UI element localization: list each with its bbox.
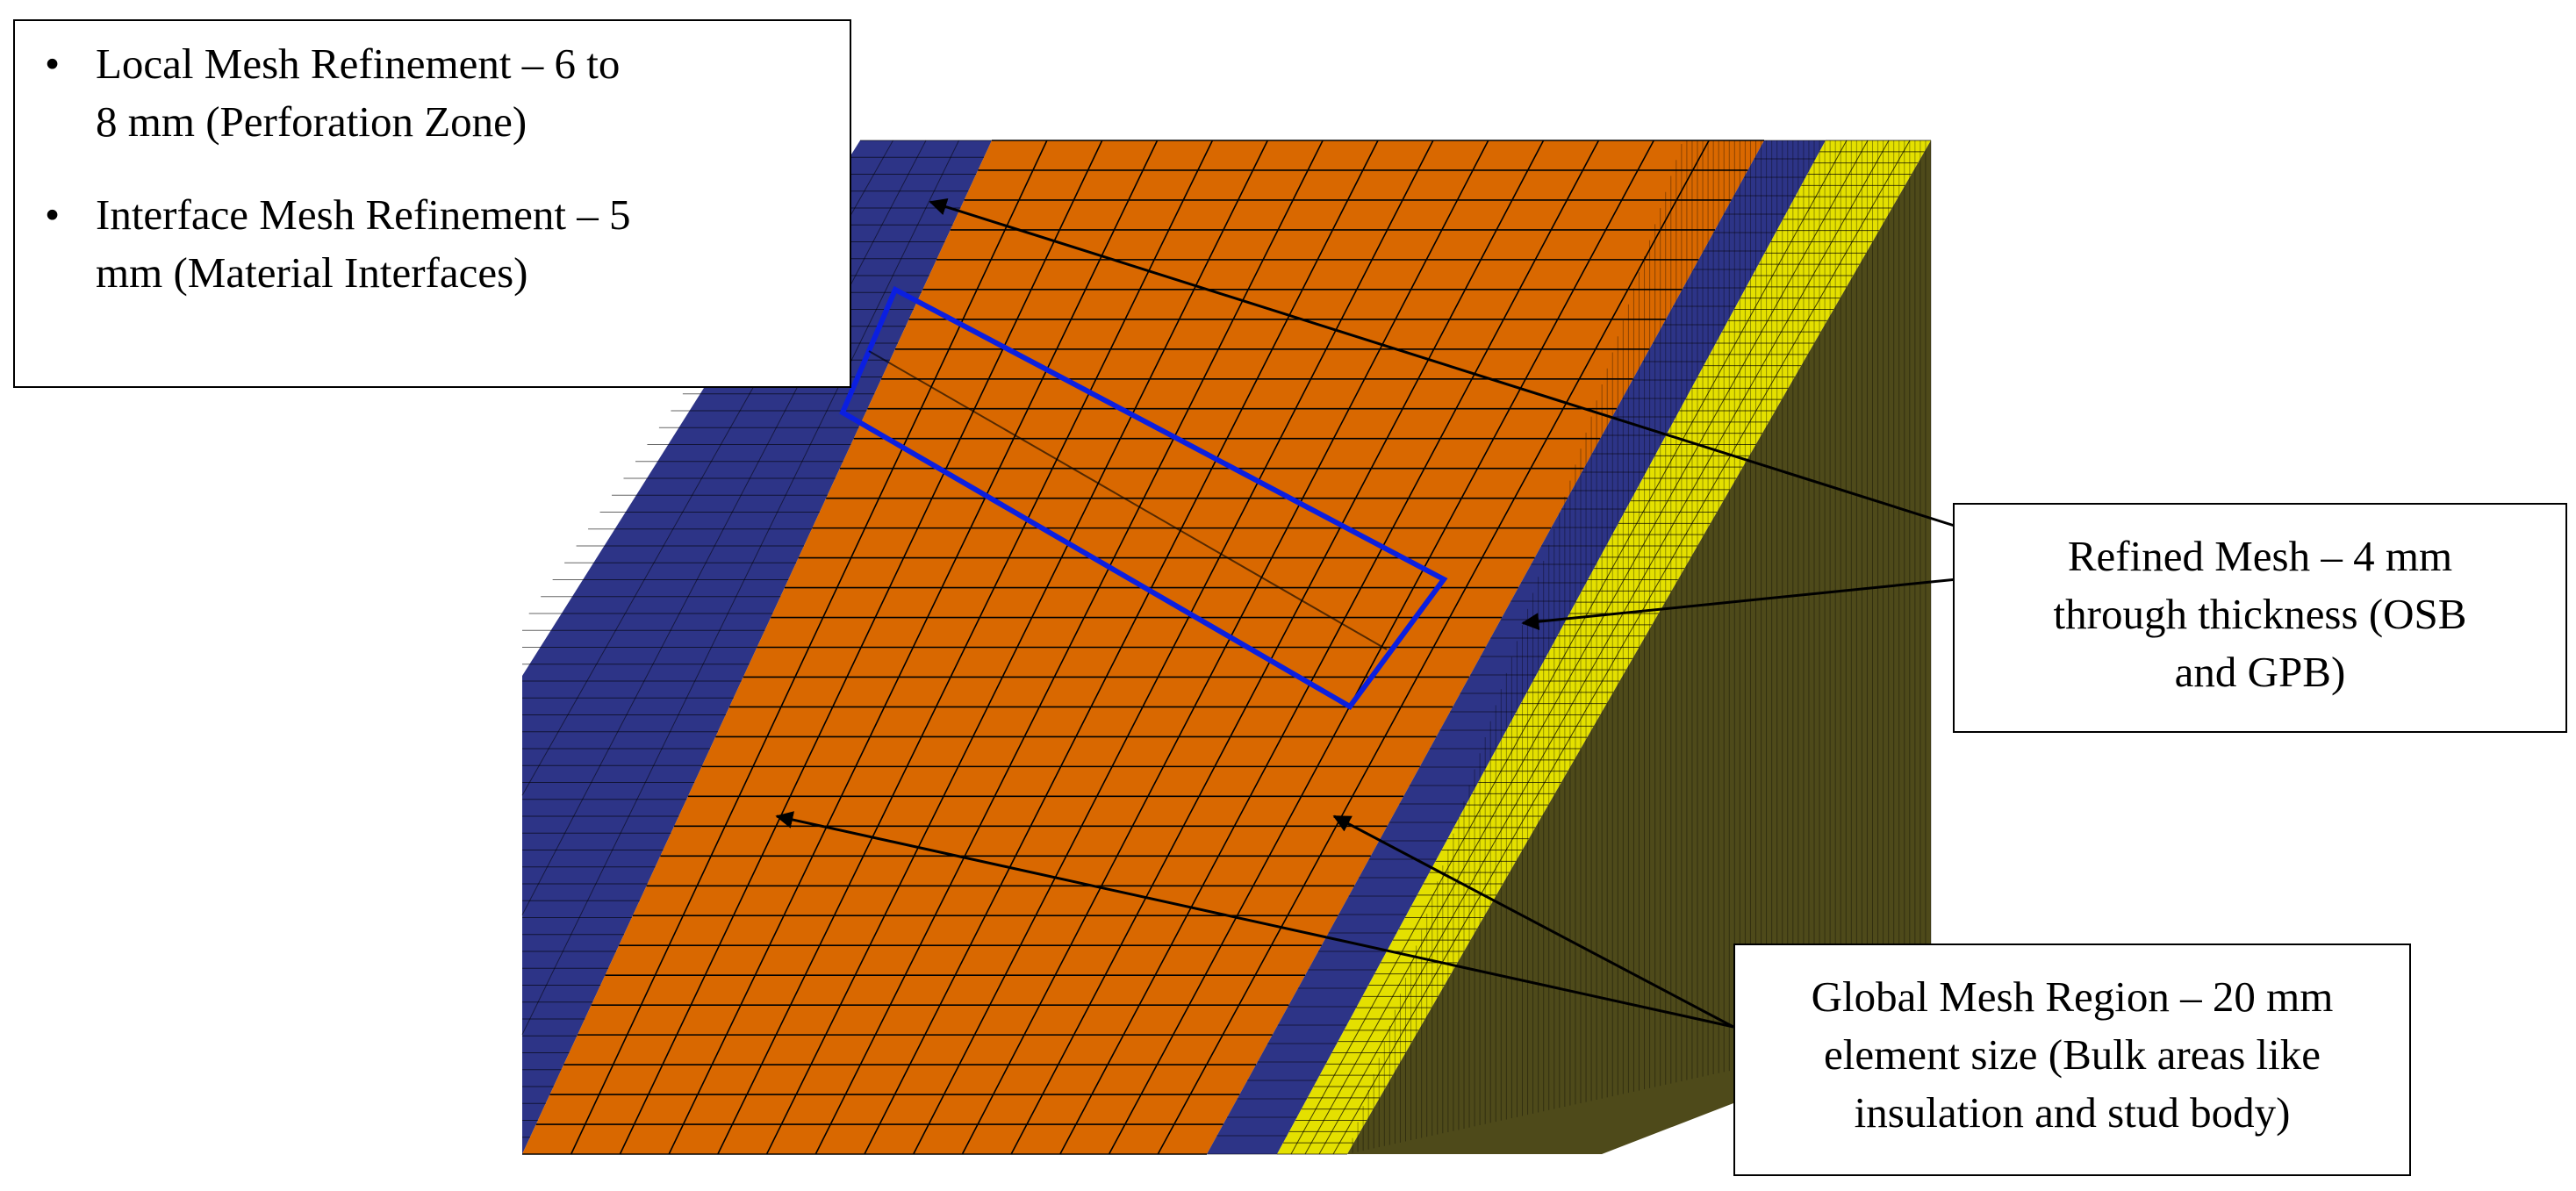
local-refinement-line-1: Local Mesh Refinement – 6 to [96,39,621,88]
refined-mesh-line-2: through thickness (OSB [2053,590,2467,638]
mesh-line [1290,140,1848,1155]
callout-refined-mesh: Refined Mesh – 4 mm through thickness (O… [1953,503,2567,733]
local-refinement-line-2: 8 mm (Perforation Zone) [96,97,527,146]
global-mesh-line-2: element size (Bulk areas like [1824,1030,2321,1079]
refined-mesh-line-3: and GPB) [2174,648,2346,696]
perforation-zone-center-line [868,350,1388,650]
mesh-line [1332,140,1911,1155]
arrow-global-bulk [775,811,1734,1029]
mesh-line [521,140,927,915]
global-mesh-line-3: insulation and stud body) [1854,1088,2291,1137]
bullet: • [45,39,61,88]
gpb-layer [1207,140,1826,1154]
mesh-line [1318,140,1890,1155]
callout-global-mesh: Global Mesh Region – 20 mm element size … [1733,943,2411,1176]
arrow-refined-mesh [1521,578,1958,631]
interface-refinement-line-2: mm (Material Interfaces) [96,248,528,297]
arrow-global-interface [1332,814,1734,1029]
list-item: • Local Mesh Refinement – 6 to 8 mm (Per… [15,35,850,151]
refinement-list: • Local Mesh Refinement – 6 to 8 mm (Per… [15,35,850,302]
list-item: • Interface Mesh Refinement – 5 mm (Mate… [15,186,850,302]
arrow-local-refinement [929,197,1958,528]
bullet: • [45,190,61,239]
global-mesh-line-1: Global Mesh Region – 20 mm [1811,972,2334,1021]
callout-local-interface-refinement: • Local Mesh Refinement – 6 to 8 mm (Per… [13,19,851,388]
perforation-zone-outline [839,285,1448,710]
mesh-line [1304,140,1869,1155]
refined-mesh-line-1: Refined Mesh – 4 mm [2067,532,2453,580]
interface-refinement-line-1: Interface Mesh Refinement – 5 [96,190,631,239]
mesh-line [521,140,959,1035]
mesh-grid [521,140,1932,1155]
